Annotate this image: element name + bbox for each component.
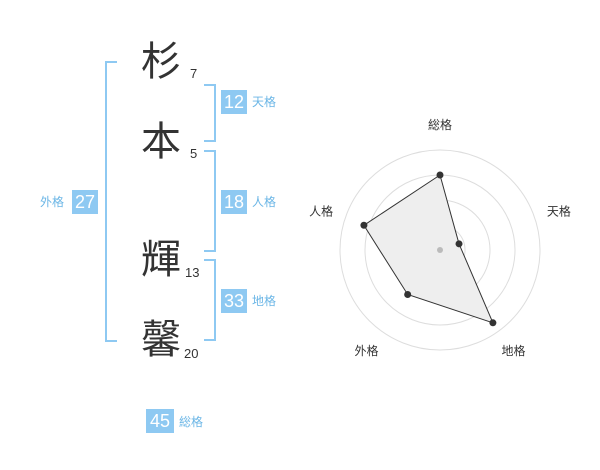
radar-point-3 — [489, 319, 497, 327]
chikaku-bracket — [204, 259, 216, 341]
stroke-count-3: 13 — [185, 265, 200, 280]
stroke-count-1: 7 — [190, 66, 198, 81]
name-char-1: 杉 — [141, 39, 181, 85]
tenkaku-label: 天格 — [252, 95, 277, 109]
jinkaku-value-badge: 18 — [221, 190, 247, 214]
chikaku-value-badge: 33 — [221, 289, 247, 313]
name-char-2: 本 — [141, 119, 181, 165]
radar-point-4 — [404, 290, 412, 298]
jinkaku-label: 人格 — [252, 195, 277, 209]
stroke-count-2: 5 — [190, 146, 198, 161]
tenkaku-value-badge: 12 — [221, 90, 247, 114]
radar-point-5 — [360, 221, 368, 229]
soukaku-value-badge: 45 — [146, 409, 174, 433]
gaikaku-bracket — [105, 61, 117, 342]
soukaku-label: 総格 — [179, 415, 204, 429]
radar-ring-4 — [339, 149, 541, 351]
jinkaku-bracket — [204, 150, 216, 252]
stroke-count-4: 20 — [184, 346, 199, 361]
chikaku-label: 地格 — [252, 294, 277, 308]
radar-axis-label-2: 天格 — [547, 203, 571, 218]
radar-axis-label-3: 地格 — [501, 343, 525, 358]
radar-center-point — [437, 247, 443, 253]
radar-axis-label-1: 総格 — [428, 117, 452, 132]
radar-axis-label-5: 人格 — [309, 203, 333, 218]
name-char-4: 馨 — [141, 317, 181, 363]
name-char-3: 輝 — [141, 237, 181, 283]
radar-points — [360, 171, 497, 327]
radar-point-2 — [455, 240, 463, 248]
tenkaku-bracket — [204, 84, 216, 142]
radar-axis-label-4: 外格 — [355, 343, 379, 358]
gaikaku-value-badge: 27 — [72, 190, 98, 214]
gaikaku-label: 外格 — [40, 195, 65, 209]
radar-point-1 — [436, 171, 444, 179]
radar-polygon — [363, 174, 494, 324]
